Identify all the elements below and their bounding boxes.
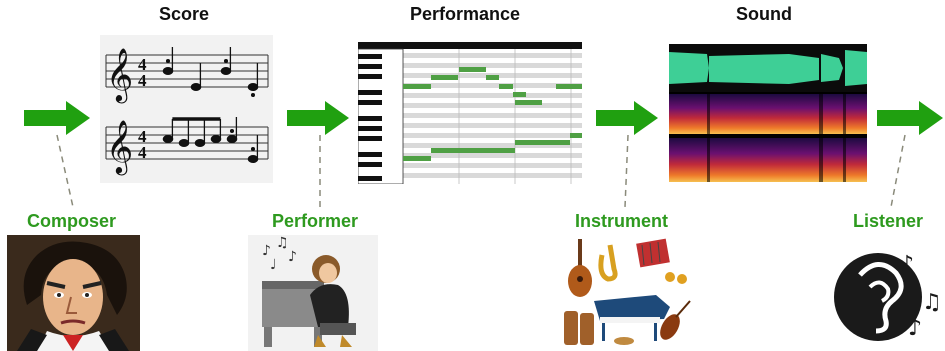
role-composer: Composer — [27, 211, 117, 231]
heading-performance: Performance — [410, 4, 521, 24]
arrow-right-icon — [24, 101, 90, 135]
heading-score: Score — [159, 4, 210, 24]
time-sig-bottom: 4 — [138, 71, 147, 90]
piano-roll — [358, 42, 582, 184]
pianist-icon: ♪♫♪♩ — [248, 235, 378, 351]
arrow-right-icon — [877, 101, 943, 135]
ear-music-icon: ♪♫♪ — [830, 235, 945, 351]
arrow-right-icon — [287, 101, 349, 135]
svg-text:♫: ♫ — [922, 290, 942, 315]
time-sig-bottom: 4 — [138, 143, 147, 162]
score-sheet: 𝄞 𝄞 4 4 4 4 — [100, 35, 273, 183]
svg-text:♪: ♪ — [900, 252, 914, 277]
svg-text:♫: ♫ — [276, 235, 289, 251]
treble-clef-icon: 𝄞 — [106, 47, 133, 103]
composer-portrait-icon — [7, 235, 140, 351]
svg-text:♪: ♪ — [262, 243, 271, 259]
heading-sound: Sound — [736, 4, 792, 24]
role-listener: Listener — [853, 211, 924, 231]
instruments-icon — [560, 235, 700, 351]
audio-visualization — [669, 44, 867, 182]
role-performer: Performer — [272, 211, 359, 231]
svg-text:♩: ♩ — [270, 257, 277, 273]
svg-text:♪: ♪ — [288, 249, 297, 265]
treble-clef-icon: 𝄞 — [106, 119, 133, 175]
role-instrument: Instrument — [575, 211, 669, 231]
svg-text:♪: ♪ — [908, 316, 922, 341]
time-sig-top: 4 — [138, 55, 147, 74]
time-sig-top: 4 — [138, 127, 147, 146]
arrow-right-icon — [596, 101, 658, 135]
